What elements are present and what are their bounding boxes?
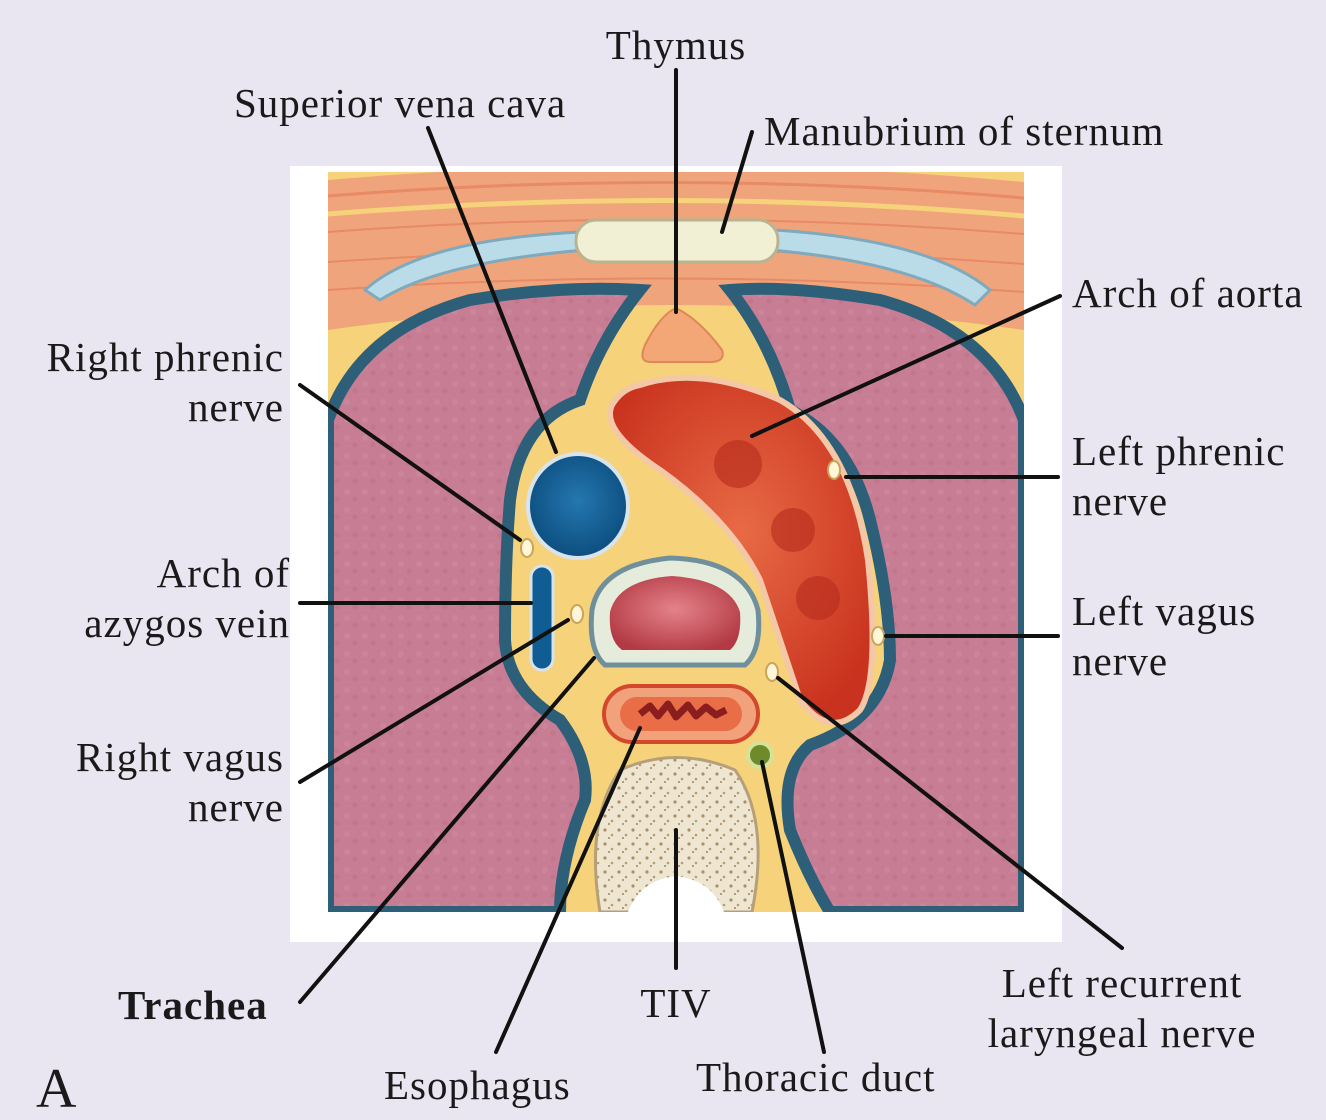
left-phrenic-nerve: [828, 461, 840, 479]
label-right-phrenic-line1: Right phrenic: [10, 332, 284, 382]
label-superior-vena-cava: Superior vena cava: [234, 78, 566, 128]
esophagus: [604, 686, 758, 742]
label-left-recurrent-line1: Left recurrent: [966, 958, 1278, 1008]
label-arch-of-azygos: Arch of azygos vein: [10, 548, 290, 648]
left-vagus-nerve: [872, 627, 884, 645]
label-thymus: Thymus: [576, 20, 776, 70]
trachea: [591, 558, 759, 665]
azygos-vein: [531, 566, 553, 670]
right-vagus-nerve: [571, 605, 583, 623]
label-right-vagus-nerve: Right vagus nerve: [10, 732, 284, 832]
panel-letter: A: [36, 1064, 77, 1114]
label-right-vagus-line2: nerve: [10, 782, 284, 832]
label-manubrium: Manubrium of sternum: [764, 106, 1164, 156]
label-thoracic-duct: Thoracic duct: [696, 1052, 936, 1102]
superior-vena-cava: [528, 454, 628, 558]
label-left-phrenic-line1: Left phrenic: [1072, 426, 1285, 476]
label-left-vagus-line1: Left vagus: [1072, 586, 1256, 636]
right-phrenic-nerve: [521, 539, 533, 557]
label-right-phrenic-line2: nerve: [10, 382, 284, 432]
label-right-phrenic-nerve: Right phrenic nerve: [10, 332, 284, 432]
label-left-phrenic-line2: nerve: [1072, 476, 1285, 526]
label-arch-of-aorta: Arch of aorta: [1072, 268, 1304, 318]
label-left-recurrent-laryngeal-nerve: Left recurrent laryngeal nerve: [966, 958, 1278, 1058]
label-azygos-line2: azygos vein: [10, 598, 290, 648]
label-tiv: TIV: [616, 978, 736, 1028]
label-left-vagus-nerve: Left vagus nerve: [1072, 586, 1256, 686]
label-azygos-line1: Arch of: [10, 548, 290, 598]
label-left-recurrent-line2: laryngeal nerve: [966, 1008, 1278, 1058]
thoracic-duct: [748, 743, 772, 767]
label-left-vagus-line2: nerve: [1072, 636, 1256, 686]
label-trachea: Trachea: [118, 980, 268, 1030]
label-esophagus: Esophagus: [384, 1060, 571, 1110]
label-left-phrenic-nerve: Left phrenic nerve: [1072, 426, 1285, 526]
label-right-vagus-line1: Right vagus: [10, 732, 284, 782]
